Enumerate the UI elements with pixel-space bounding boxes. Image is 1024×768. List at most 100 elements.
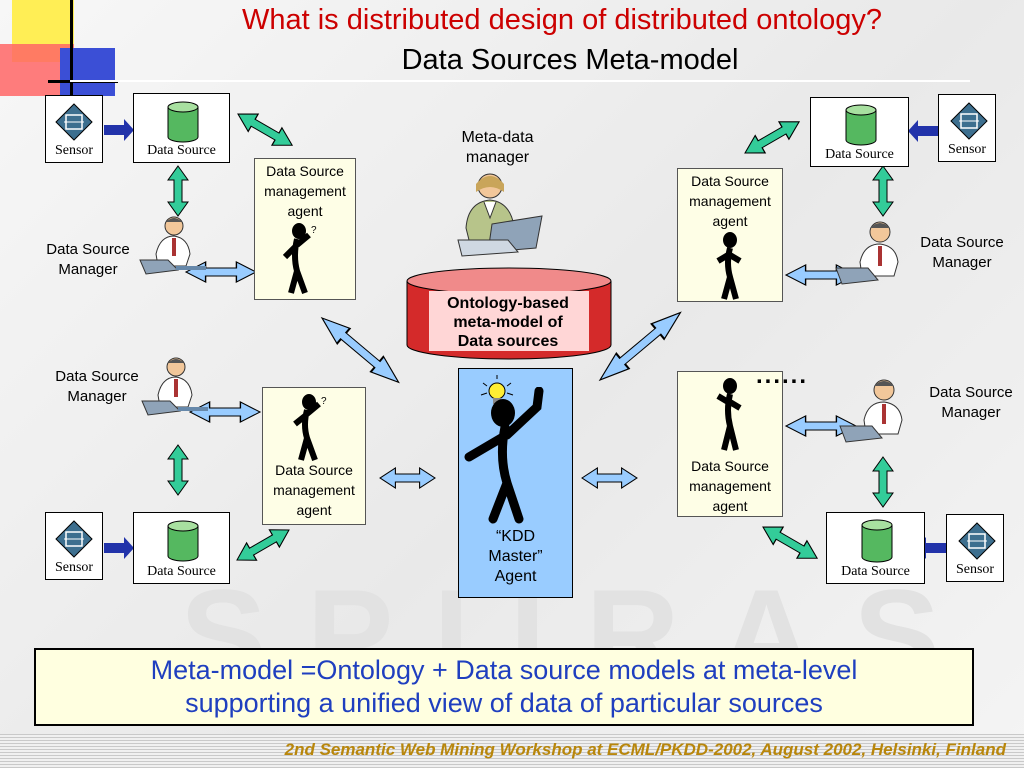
label-line: meta-model of <box>453 314 563 331</box>
ds-manager-label: Data Source Manager <box>36 240 140 280</box>
data-source-label: Data Source <box>825 147 894 162</box>
agent-label-line: management <box>264 183 346 199</box>
title-underline <box>70 80 970 82</box>
green-arrow <box>232 104 298 155</box>
person-at-laptop-icon <box>835 221 899 285</box>
ds-manager-label: Data Source Manager <box>919 383 1023 423</box>
agent-label-line: Data Source <box>266 163 344 179</box>
sensor-arrow <box>104 537 134 559</box>
database-cylinder-icon <box>861 519 893 563</box>
agent-label-line: agent <box>287 203 323 219</box>
sensor-node: Sensor <box>45 512 103 580</box>
data-source-label: Data Source <box>841 564 910 579</box>
label-line: “KDD <box>495 528 536 545</box>
ontology-cylinder <box>406 267 612 360</box>
more-sources-ellipsis: ...... <box>756 362 809 389</box>
sensor-chip-icon <box>958 522 996 560</box>
label-line: Data Source <box>920 234 1004 251</box>
management-agent-box: Data Source management agent <box>677 371 783 517</box>
data-source-node: Data Source <box>133 512 230 584</box>
green-arrow <box>167 444 189 496</box>
sensor-arrow <box>908 120 938 142</box>
blue-arrow <box>581 467 638 489</box>
label-line: Ontology-based <box>447 295 569 312</box>
sensor-label: Sensor <box>54 143 94 158</box>
summary-box: Meta-model =Ontology + Data source model… <box>34 648 974 726</box>
summary-line: supporting a unified view of data of par… <box>185 688 823 718</box>
label-line: Data Source <box>55 368 139 385</box>
svg-text:?: ? <box>311 225 317 236</box>
agent-label-line: Data Source <box>691 458 769 474</box>
green-arrow <box>739 112 805 163</box>
corner-decoration <box>70 0 73 100</box>
stick-figure-icon <box>716 378 742 451</box>
kdd-master-label: “KDD Master” Agent <box>459 527 572 587</box>
meta-data-manager-label: Meta-data manager <box>440 128 555 168</box>
stick-figure-icon <box>716 232 742 300</box>
label-line: Agent <box>494 568 537 585</box>
green-arrow <box>231 520 295 570</box>
agent-label-line: management <box>689 193 771 209</box>
label-line: Manager <box>58 261 118 278</box>
label-line: Meta-data <box>461 129 534 146</box>
person-at-laptop-icon <box>139 216 206 275</box>
ds-manager-label: Data Source Manager <box>45 367 149 407</box>
database-cylinder-icon <box>167 520 199 562</box>
stick-figure-icon: ? <box>283 223 317 295</box>
blue-arrow <box>379 467 436 489</box>
person-at-laptop-icon <box>457 173 543 257</box>
ontology-label: Ontology-based meta-model of Data source… <box>420 294 596 351</box>
stick-figure-icon <box>464 387 544 524</box>
sensor-label: Sensor <box>54 560 94 575</box>
sensor-chip-icon <box>55 103 93 141</box>
footer-bar: 2nd Semantic Web Mining Workshop at ECML… <box>0 734 1024 768</box>
person-at-laptop-icon <box>839 379 903 443</box>
sensor-arrow <box>104 119 134 141</box>
sensor-node: Sensor <box>45 95 103 163</box>
data-source-node: Data Source <box>826 512 925 584</box>
data-source-label: Data Source <box>147 143 216 158</box>
label-line: manager <box>465 149 530 166</box>
sensor-chip-icon <box>55 520 93 558</box>
sensor-node: Sensor <box>946 514 1004 582</box>
blue-arrow <box>314 309 406 391</box>
ds-manager-label: Data Source Manager <box>910 233 1014 273</box>
green-arrow <box>167 165 189 217</box>
agent-label-line: management <box>689 478 771 494</box>
agent-label-line: agent <box>712 213 748 229</box>
sensor-label: Sensor <box>947 142 987 157</box>
agent-label-line: management <box>273 482 355 498</box>
agent-label-line: agent <box>296 502 332 518</box>
green-arrow <box>757 517 823 568</box>
sensor-chip-icon <box>950 102 988 140</box>
kdd-master-agent-box: “KDD Master” Agent <box>458 368 573 598</box>
data-source-label: Data Source <box>147 564 216 579</box>
slide-subtitle: Data Sources Meta-model <box>401 44 739 76</box>
database-cylinder-icon <box>167 101 199 143</box>
agent-label-line: Data Source <box>275 462 353 478</box>
green-arrow <box>872 456 894 508</box>
agent-label-line: Data Source <box>691 173 769 189</box>
management-agent-box: Data Source management agent <box>677 168 783 302</box>
svg-text:?: ? <box>321 396 327 407</box>
slide-title: What is distributed design of distribute… <box>242 4 882 36</box>
management-agent-box: Data Source management agent ? <box>254 158 356 300</box>
data-source-node: Data Source <box>133 93 230 163</box>
green-arrow <box>872 165 894 217</box>
label-line: Manager <box>941 404 1001 421</box>
sensor-node: Sensor <box>938 94 996 162</box>
corner-decoration <box>60 48 115 96</box>
label-line: Data Source <box>929 384 1013 401</box>
summary-line: Meta-model =Ontology + Data source model… <box>150 655 858 685</box>
label-line: Manager <box>932 254 992 271</box>
label-line: Data Source <box>46 241 130 258</box>
stick-figure-icon: ? <box>293 394 327 462</box>
data-source-node: Data Source <box>810 97 909 167</box>
agent-label-line: agent <box>712 498 748 514</box>
label-line: Data sources <box>457 333 559 350</box>
footer-text: 2nd Semantic Web Mining Workshop at ECML… <box>284 740 1006 759</box>
person-at-laptop-icon <box>141 357 208 416</box>
label-line: Manager <box>67 388 127 405</box>
sensor-label: Sensor <box>955 562 995 577</box>
database-cylinder-icon <box>845 104 877 146</box>
